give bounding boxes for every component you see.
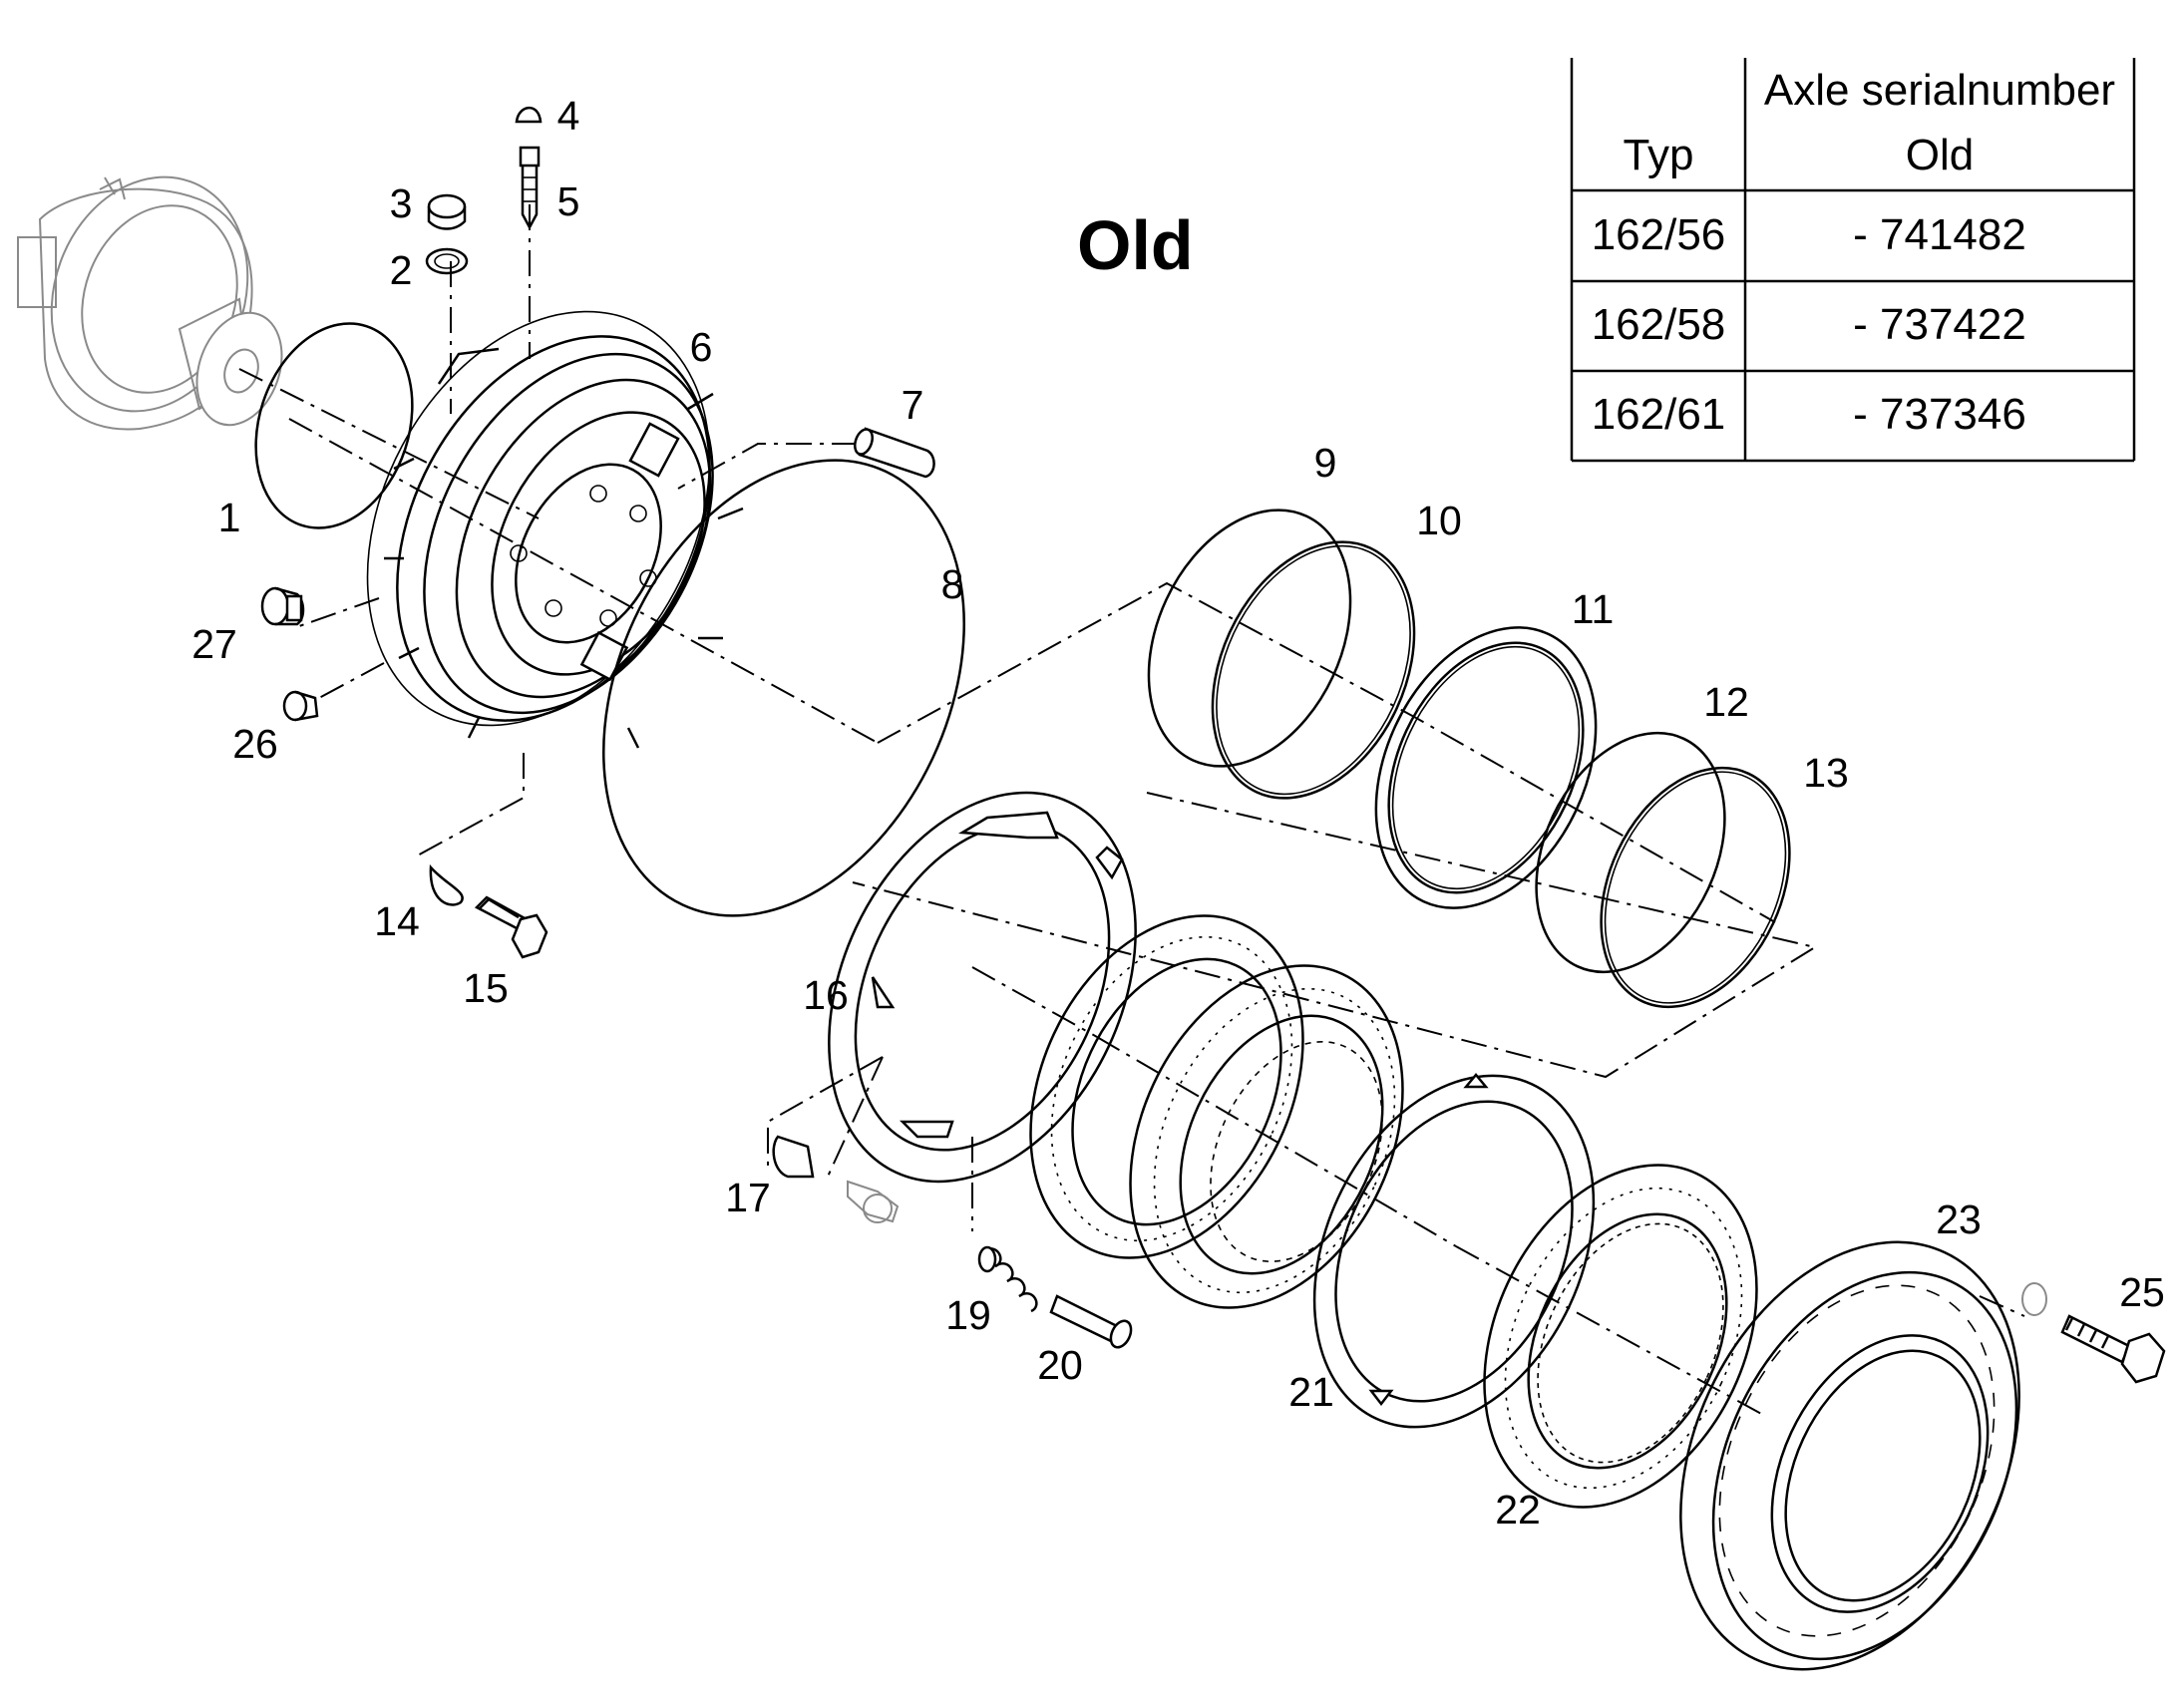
part-7-pin xyxy=(854,427,935,479)
part-13-o-ring xyxy=(1600,766,1791,1009)
table-header-serial: Axle serialnumber xyxy=(1764,66,2115,115)
part-21-steel-disc xyxy=(1312,1073,1596,1429)
callout-22: 22 xyxy=(1495,1487,1541,1533)
callout-26: 26 xyxy=(232,721,278,767)
part-5-bleeder-screw xyxy=(519,146,541,230)
callout-5: 5 xyxy=(557,178,580,224)
part-3-plug xyxy=(427,193,467,230)
table-cell-typ: 162/61 xyxy=(1592,390,1726,439)
callout-7: 7 xyxy=(902,382,924,428)
callout-6: 6 xyxy=(690,324,713,370)
table-header-typ: Typ xyxy=(1624,131,1694,179)
part-4-cap xyxy=(515,106,543,124)
callout-4: 4 xyxy=(557,93,580,139)
callout-10: 10 xyxy=(1416,498,1462,543)
callout-15: 15 xyxy=(463,965,509,1011)
part-14-lock-plate xyxy=(429,863,464,906)
callout-21: 21 xyxy=(1288,1369,1334,1415)
callout-27: 27 xyxy=(191,621,237,667)
part-15-hex-screw xyxy=(474,895,548,959)
callout-11: 11 xyxy=(1572,586,1615,632)
callout-14: 14 xyxy=(374,898,420,944)
callout-8: 8 xyxy=(941,561,964,607)
part-26-plug xyxy=(282,690,319,722)
part-6-brake-housing xyxy=(366,310,744,749)
part-19-spring xyxy=(977,1245,1038,1313)
part-2-seal-ring xyxy=(425,247,469,275)
table-cell-serial: - 737422 xyxy=(1853,300,2026,349)
part-11-piston-ring xyxy=(1374,626,1598,909)
callout-labels: 1 2 3 4 5 6 7 8 9 10 11 12 13 14 15 16 1… xyxy=(191,93,2165,1533)
serial-number-table: Typ Axle serialnumber Old 162/56 - 74148… xyxy=(1570,58,2136,463)
callout-13: 13 xyxy=(1803,750,1849,796)
callout-3: 3 xyxy=(390,180,413,226)
callout-1: 1 xyxy=(218,495,241,540)
callout-16: 16 xyxy=(803,972,849,1018)
part-12-ring xyxy=(1535,731,1726,974)
part-8-o-ring xyxy=(602,459,965,917)
callout-20: 20 xyxy=(1037,1342,1083,1388)
part-1-o-ring xyxy=(254,322,414,529)
callout-12: 12 xyxy=(1703,679,1749,725)
table-cell-typ: 162/58 xyxy=(1592,300,1726,349)
reference-axle-hub xyxy=(17,175,283,431)
callout-9: 9 xyxy=(1314,440,1337,486)
callout-19: 19 xyxy=(945,1292,991,1338)
part-27-screw-plug xyxy=(260,586,305,626)
table-cell-typ: 162/56 xyxy=(1592,210,1726,259)
assembly-centerlines xyxy=(238,204,2025,1417)
diagram-title: Old xyxy=(1077,206,1194,284)
part-23-end-plate xyxy=(1679,1240,2020,1671)
callout-2: 2 xyxy=(390,247,413,293)
callout-25: 25 xyxy=(2119,1269,2165,1315)
part-25-hex-bolt xyxy=(2021,1282,2166,1384)
friction-disc-pair xyxy=(1029,914,1404,1309)
part-10-o-ring xyxy=(1211,540,1416,800)
callout-17: 17 xyxy=(725,1175,771,1220)
table-cell-serial: - 737346 xyxy=(1853,390,2026,439)
table-cell-serial: - 741482 xyxy=(1853,210,2026,259)
callout-23: 23 xyxy=(1936,1196,1982,1242)
part-20-pin xyxy=(1049,1294,1133,1349)
part-17-sleeve xyxy=(772,1135,900,1223)
table-header-old: Old xyxy=(1906,131,1974,179)
part-16-outer-disc xyxy=(828,791,1137,1184)
part-9-ring xyxy=(1147,509,1352,768)
